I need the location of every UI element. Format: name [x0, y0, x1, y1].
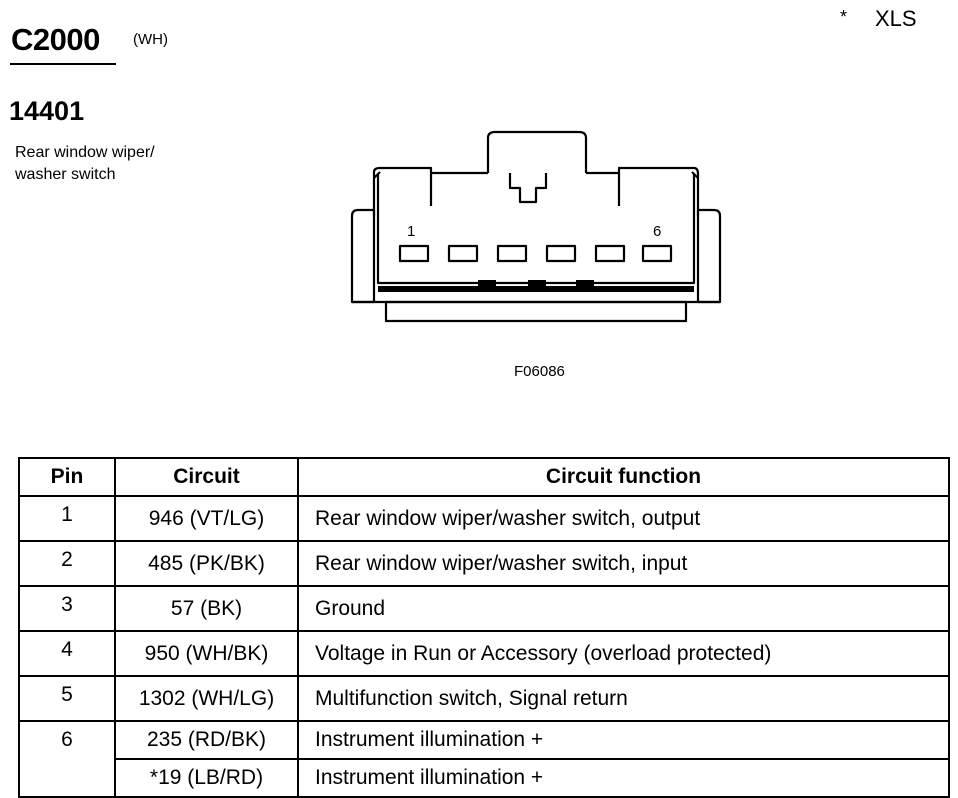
note-asterisk: *	[840, 7, 848, 27]
table-row: 3 57 (BK) Ground	[18, 585, 950, 632]
table-row: 1 946 (VT/LG) Rear window wiper/washer s…	[18, 495, 950, 542]
pin-label-first: 1	[407, 223, 415, 240]
header-circuit: Circuit	[114, 457, 299, 497]
pin-cavity	[398, 244, 430, 263]
function-cell: Multifunction switch, Signal return	[297, 675, 950, 722]
pin-cavity	[545, 244, 577, 263]
circuit-cell: *19 (LB/RD)	[114, 758, 299, 798]
table-row: 6 235 (RD/BK) Instrument illumination +	[18, 720, 950, 798]
circuit-cell: 235 (RD/BK)	[114, 720, 299, 760]
table-header-row: Pin Circuit Circuit function	[18, 457, 950, 497]
pin-cavity	[594, 244, 626, 263]
latch-notch	[508, 173, 548, 204]
function-cell: Rear window wiper/washer switch, input	[297, 540, 950, 587]
right-wing	[698, 208, 722, 304]
circuit-cell: 485 (PK/BK)	[114, 540, 299, 587]
header-function: Circuit function	[297, 457, 950, 497]
header-pin: Pin	[18, 457, 116, 497]
pin-cell: 1	[18, 495, 116, 542]
top-left-rail	[372, 166, 433, 216]
note-code: XLS	[875, 6, 917, 31]
function-cell: Ground	[297, 585, 950, 632]
circuit-cell: 946 (VT/LG)	[114, 495, 299, 542]
pin-label-last: 6	[653, 223, 661, 240]
pin-cell: 5	[18, 675, 116, 722]
component-description: Rear window wiper/ washer switch	[15, 142, 215, 186]
function-cell: Instrument illumination +	[297, 720, 950, 760]
key-tab	[576, 280, 594, 286]
pin-cavity	[496, 244, 528, 263]
top-right-rail	[617, 166, 700, 216]
left-wing	[350, 208, 374, 304]
table-row: 4 950 (WH/BK) Voltage in Run or Accessor…	[18, 630, 950, 677]
pin-cell: 4	[18, 630, 116, 677]
component-description-line: Rear window wiper/	[15, 144, 155, 161]
circuit-cell: 57 (BK)	[114, 585, 299, 632]
function-cell: Instrument illumination +	[297, 758, 950, 798]
table-row: *19 (LB/RD) Instrument illumination +	[19, 758, 950, 798]
table-row: 2 485 (PK/BK) Rear window wiper/washer s…	[18, 540, 950, 587]
function-cell: Voltage in Run or Accessory (overload pr…	[297, 630, 950, 677]
pin-table: Pin Circuit Circuit function 1 946 (VT/L…	[18, 457, 950, 798]
pin-cell: 2	[18, 540, 116, 587]
pin-cell: 3	[18, 585, 116, 632]
circuit-cell: 950 (WH/BK)	[114, 630, 299, 677]
pin-cavity	[641, 244, 673, 263]
table-row: 5 1302 (WH/LG) Multifunction switch, Sig…	[18, 675, 950, 722]
figure-id: F06086	[514, 363, 565, 380]
key-tab	[528, 280, 546, 286]
pin-cell: 6	[18, 720, 116, 798]
housing-bottom-bar	[378, 286, 694, 292]
connector-id: C2000	[11, 22, 100, 57]
pin-cavity	[447, 244, 479, 263]
connector-id-underline	[10, 63, 116, 65]
component-number: 14401	[9, 96, 85, 126]
latch-hood	[486, 130, 588, 173]
key-tab	[478, 280, 496, 286]
function-cell: Rear window wiper/washer switch, output	[297, 495, 950, 542]
circuit-cell: 1302 (WH/LG)	[114, 675, 299, 722]
connector-face-diagram: 1 6	[350, 130, 722, 323]
connector-color: (WH)	[133, 31, 168, 48]
component-description-line: washer switch	[15, 166, 116, 183]
bottom-base	[384, 300, 688, 323]
